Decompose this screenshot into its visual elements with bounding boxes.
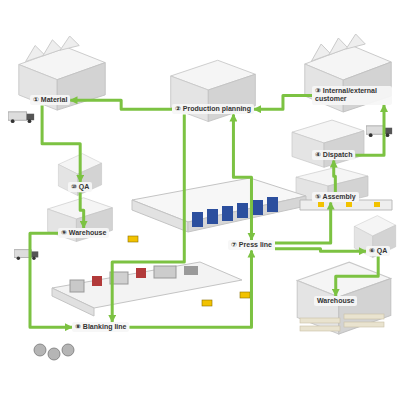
dispatch-building	[292, 120, 364, 167]
truck	[366, 126, 392, 137]
material-flow-line	[275, 249, 366, 251]
node-label: ⑦ Press line	[231, 241, 272, 249]
building-label: ⑤ Assembly	[312, 192, 359, 202]
material-flow-line	[30, 233, 72, 327]
material-flow-line	[42, 105, 80, 182]
node-label: ⑤ Assembly	[315, 193, 356, 201]
node-label: ④ Dispatch	[315, 151, 352, 159]
node-label: ③ Internal/external customer	[315, 87, 389, 104]
agv	[128, 236, 138, 242]
blanking-line-machine	[52, 262, 242, 316]
node-label: ⑥ QA	[369, 247, 387, 255]
material-flow-line	[80, 192, 83, 228]
building-label: ⑧ Blanking line	[72, 322, 129, 332]
material-flow-line	[355, 105, 384, 155]
building-label: ① Material	[30, 95, 70, 105]
node-label: Warehouse	[317, 297, 354, 305]
customer-building	[305, 34, 391, 112]
building-label: ② Production planning	[172, 104, 254, 114]
node-label: ② Production planning	[175, 105, 251, 113]
warehouse-shelves	[300, 314, 384, 331]
building-label: ⑩ QA	[68, 182, 92, 192]
material-flow-line	[275, 202, 331, 243]
building-label: ③ Internal/external customer	[312, 86, 392, 105]
truck	[8, 112, 34, 123]
node-label: ⑩ QA	[71, 183, 89, 191]
building-label: ④ Dispatch	[312, 150, 355, 160]
steel-coils	[34, 344, 74, 360]
agv	[240, 292, 250, 298]
node-label: ⑨ Warehouse	[61, 229, 106, 237]
node-label: ⑧ Blanking line	[75, 323, 126, 331]
agv	[202, 300, 212, 306]
building-label: ⑥ QA	[366, 246, 390, 256]
building-label: ⑦ Press line	[228, 240, 275, 250]
node-label: ① Material	[33, 96, 67, 104]
planning-building	[171, 60, 256, 121]
building-label: Warehouse	[314, 296, 357, 306]
truck	[14, 250, 38, 260]
material-flow-line	[70, 100, 172, 109]
material-flow-line	[336, 256, 378, 296]
material-flow-line	[334, 160, 336, 192]
press-line-machine	[132, 178, 392, 232]
building-label: ⑨ Warehouse	[58, 228, 109, 238]
material-flow-line	[233, 114, 251, 240]
material-flow-line	[254, 95, 312, 109]
material-flow-line	[112, 114, 184, 322]
material-flow-line	[129, 250, 251, 327]
